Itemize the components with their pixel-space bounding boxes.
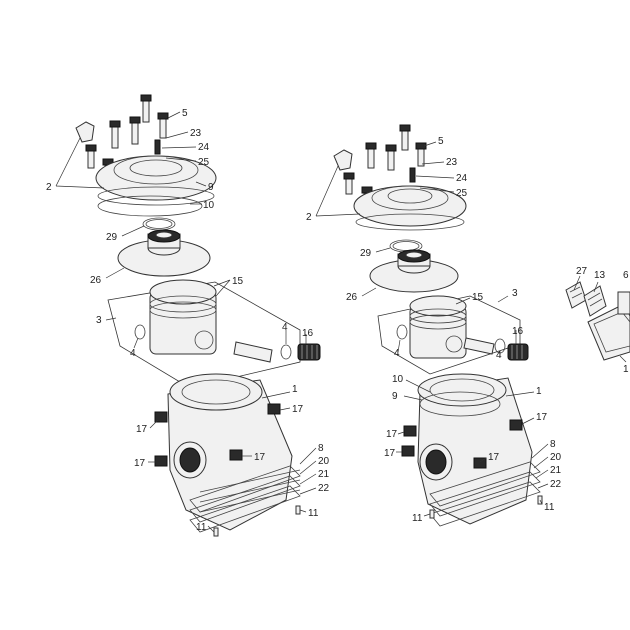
- right-callout-17b: 17: [384, 448, 396, 459]
- right-callout-10: 10: [392, 374, 404, 385]
- left-nuts: [154, 403, 281, 467]
- left-callout-25: 25: [198, 157, 210, 168]
- right-callout-21: 21: [550, 465, 562, 476]
- right-callout-11b: 11: [544, 502, 555, 513]
- left-callout-8: 8: [318, 443, 324, 454]
- left-callout-26: 26: [90, 275, 102, 286]
- left-callout-17c: 17: [292, 404, 304, 415]
- left-cylinder-head: [95, 155, 217, 206]
- reed-valve-parts: [565, 281, 630, 361]
- right-callout-17d: 17: [488, 452, 500, 463]
- right-callout-17c: 17: [536, 412, 548, 423]
- right-callout-1: 1: [536, 386, 542, 397]
- right-leader-lines: [315, 141, 549, 517]
- right-head-bolts: [343, 124, 427, 211]
- left-callout-9: 9: [208, 182, 214, 193]
- right-callout-25: 25: [456, 188, 468, 199]
- right-combustion-insert: [369, 249, 459, 293]
- left-callout-5: 5: [182, 108, 188, 119]
- partial-assembly: 27 13 6 1: [565, 266, 630, 375]
- partial-callout-27: 27: [576, 266, 588, 277]
- right-callout-29: 29: [360, 248, 372, 259]
- right-assembly: 5 23 24 25 2 29 26 15 3 4 4 16 10 9 1 17…: [306, 124, 562, 527]
- partial-callout-13: 13: [594, 270, 606, 281]
- right-callout-16: 16: [512, 326, 524, 337]
- right-callout-4a: 4: [394, 348, 400, 359]
- right-callout-20: 20: [550, 452, 562, 463]
- left-callout-23: 23: [190, 128, 202, 139]
- left-callout-29: 29: [106, 232, 118, 243]
- left-callout-11a: 11: [196, 522, 207, 533]
- left-plug-cap: [75, 121, 95, 143]
- right-base-gaskets: [429, 461, 541, 527]
- partial-leader-lines: [573, 275, 627, 363]
- left-base-gaskets: [189, 465, 301, 533]
- left-assembly: 5 23 24 25 2 9 10 29 26 15 3 4 4 16 1 17…: [46, 94, 330, 537]
- left-callout-21: 21: [318, 469, 330, 480]
- right-callouts: 5 23 24 25 2 29 26 15 3 4 4 16 10 9 1 17…: [306, 136, 562, 524]
- left-piston: [149, 279, 217, 355]
- right-cylinder: [417, 373, 533, 525]
- right-nuts: [401, 419, 523, 469]
- right-cylinder-head: [353, 185, 467, 231]
- left-callout-1: 1: [292, 384, 298, 395]
- right-callout-2: 2: [306, 212, 312, 223]
- partial-callout-1: 1: [623, 364, 629, 375]
- left-piston-kit-box: [107, 281, 301, 389]
- right-callout-4b: 4: [496, 350, 502, 361]
- left-piston-pin: [233, 341, 273, 363]
- left-callout-3: 3: [96, 315, 102, 326]
- left-leader-lines: [55, 111, 317, 533]
- left-callout-4b: 4: [282, 322, 288, 333]
- right-piston: [409, 295, 467, 359]
- left-callout-2: 2: [46, 182, 52, 193]
- right-callout-26: 26: [346, 292, 358, 303]
- left-callout-22: 22: [318, 483, 330, 494]
- right-callout-15: 15: [472, 292, 484, 303]
- left-callout-17b: 17: [134, 458, 146, 469]
- right-callout-5: 5: [438, 136, 444, 147]
- left-callout-17a: 17: [136, 424, 148, 435]
- right-plug-cap: [333, 149, 353, 171]
- left-callout-24: 24: [198, 142, 210, 153]
- left-callout-17d: 17: [254, 452, 266, 463]
- right-callout-24: 24: [456, 173, 468, 184]
- left-callout-15: 15: [232, 276, 244, 287]
- right-piston-pin: [463, 337, 495, 355]
- right-callout-3: 3: [512, 288, 518, 299]
- left-combustion-insert: [117, 229, 211, 277]
- right-needle-bearing: [507, 343, 529, 361]
- left-needle-bearing: [297, 343, 321, 361]
- partial-callouts: 27 13 6 1: [576, 266, 629, 375]
- left-callouts: 5 23 24 25 2 9 10 29 26 15 3 4 4 16 1 17…: [46, 108, 330, 533]
- right-callout-23: 23: [446, 157, 458, 168]
- left-callout-10: 10: [203, 200, 215, 211]
- left-callout-16: 16: [302, 328, 314, 339]
- right-callout-11a: 11: [412, 513, 423, 524]
- left-callout-11b: 11: [308, 508, 319, 519]
- right-callout-9: 9: [392, 391, 398, 402]
- partial-callout-6: 6: [623, 270, 629, 281]
- right-callout-17a: 17: [386, 429, 398, 440]
- right-callout-8: 8: [550, 439, 556, 450]
- right-callout-22: 22: [550, 479, 562, 490]
- left-head-gasket: [97, 195, 203, 217]
- left-callout-20: 20: [318, 456, 330, 467]
- left-callout-4a: 4: [130, 348, 136, 359]
